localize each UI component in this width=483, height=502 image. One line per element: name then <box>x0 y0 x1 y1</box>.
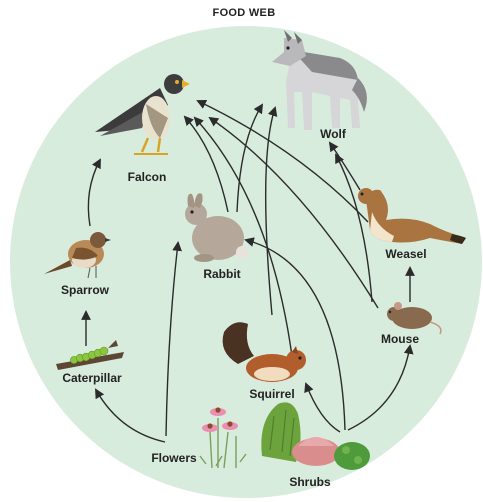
label-falcon: Falcon <box>128 170 167 184</box>
label-rabbit: Rabbit <box>203 267 240 281</box>
label-shrubs: Shrubs <box>289 475 331 489</box>
label-weasel: Weasel <box>385 247 426 261</box>
label-sparrow: Sparrow <box>61 283 110 297</box>
diagram-title: FOOD WEB <box>213 7 276 19</box>
label-mouse: Mouse <box>381 332 419 346</box>
label-wolf: Wolf <box>320 127 347 141</box>
label-squirrel: Squirrel <box>249 387 294 401</box>
label-caterpillar: Caterpillar <box>62 371 122 385</box>
label-flowers: Flowers <box>151 451 197 465</box>
